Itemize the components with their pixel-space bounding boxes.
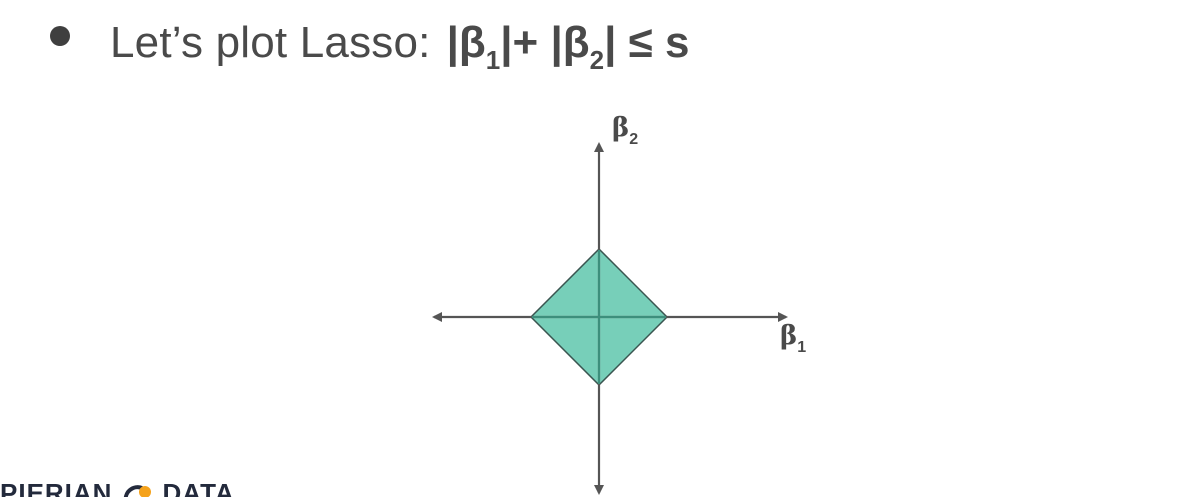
x-axis-label-subscript: 1 bbox=[797, 339, 807, 356]
x-axis-label-symbol: β bbox=[780, 321, 798, 351]
logo-mark-icon bbox=[120, 480, 156, 497]
y-axis-label-subscript: 2 bbox=[629, 131, 639, 148]
lasso-constraint-formula: |β1|+ |β2| ≤ s bbox=[447, 18, 690, 76]
formula-sub-2: 2 bbox=[589, 45, 605, 75]
formula-bar-mid: |+ | bbox=[500, 18, 563, 67]
logo-left-word: PIERIAN bbox=[0, 480, 113, 497]
formula-beta-2: β bbox=[562, 18, 590, 67]
logo-right-word: DATA bbox=[162, 480, 235, 497]
y-axis-label-symbol: β bbox=[612, 113, 630, 143]
pierian-data-logo: PIERIAN DATA bbox=[0, 480, 235, 497]
formula-bar-left: | bbox=[446, 18, 459, 67]
formula-bar-right: | ≤ s bbox=[604, 18, 690, 67]
formula-beta-1: β bbox=[458, 18, 486, 67]
x-axis-label: β1 bbox=[780, 323, 806, 356]
bullet-text: Let’s plot Lasso: bbox=[110, 18, 431, 67]
formula-sub-1: 1 bbox=[485, 45, 501, 75]
bullet-dot-icon bbox=[50, 26, 70, 46]
slide-bullet-line: Let’s plot Lasso: |β1|+ |β2| ≤ s bbox=[50, 18, 689, 76]
y-axis-label: β2 bbox=[612, 115, 638, 148]
